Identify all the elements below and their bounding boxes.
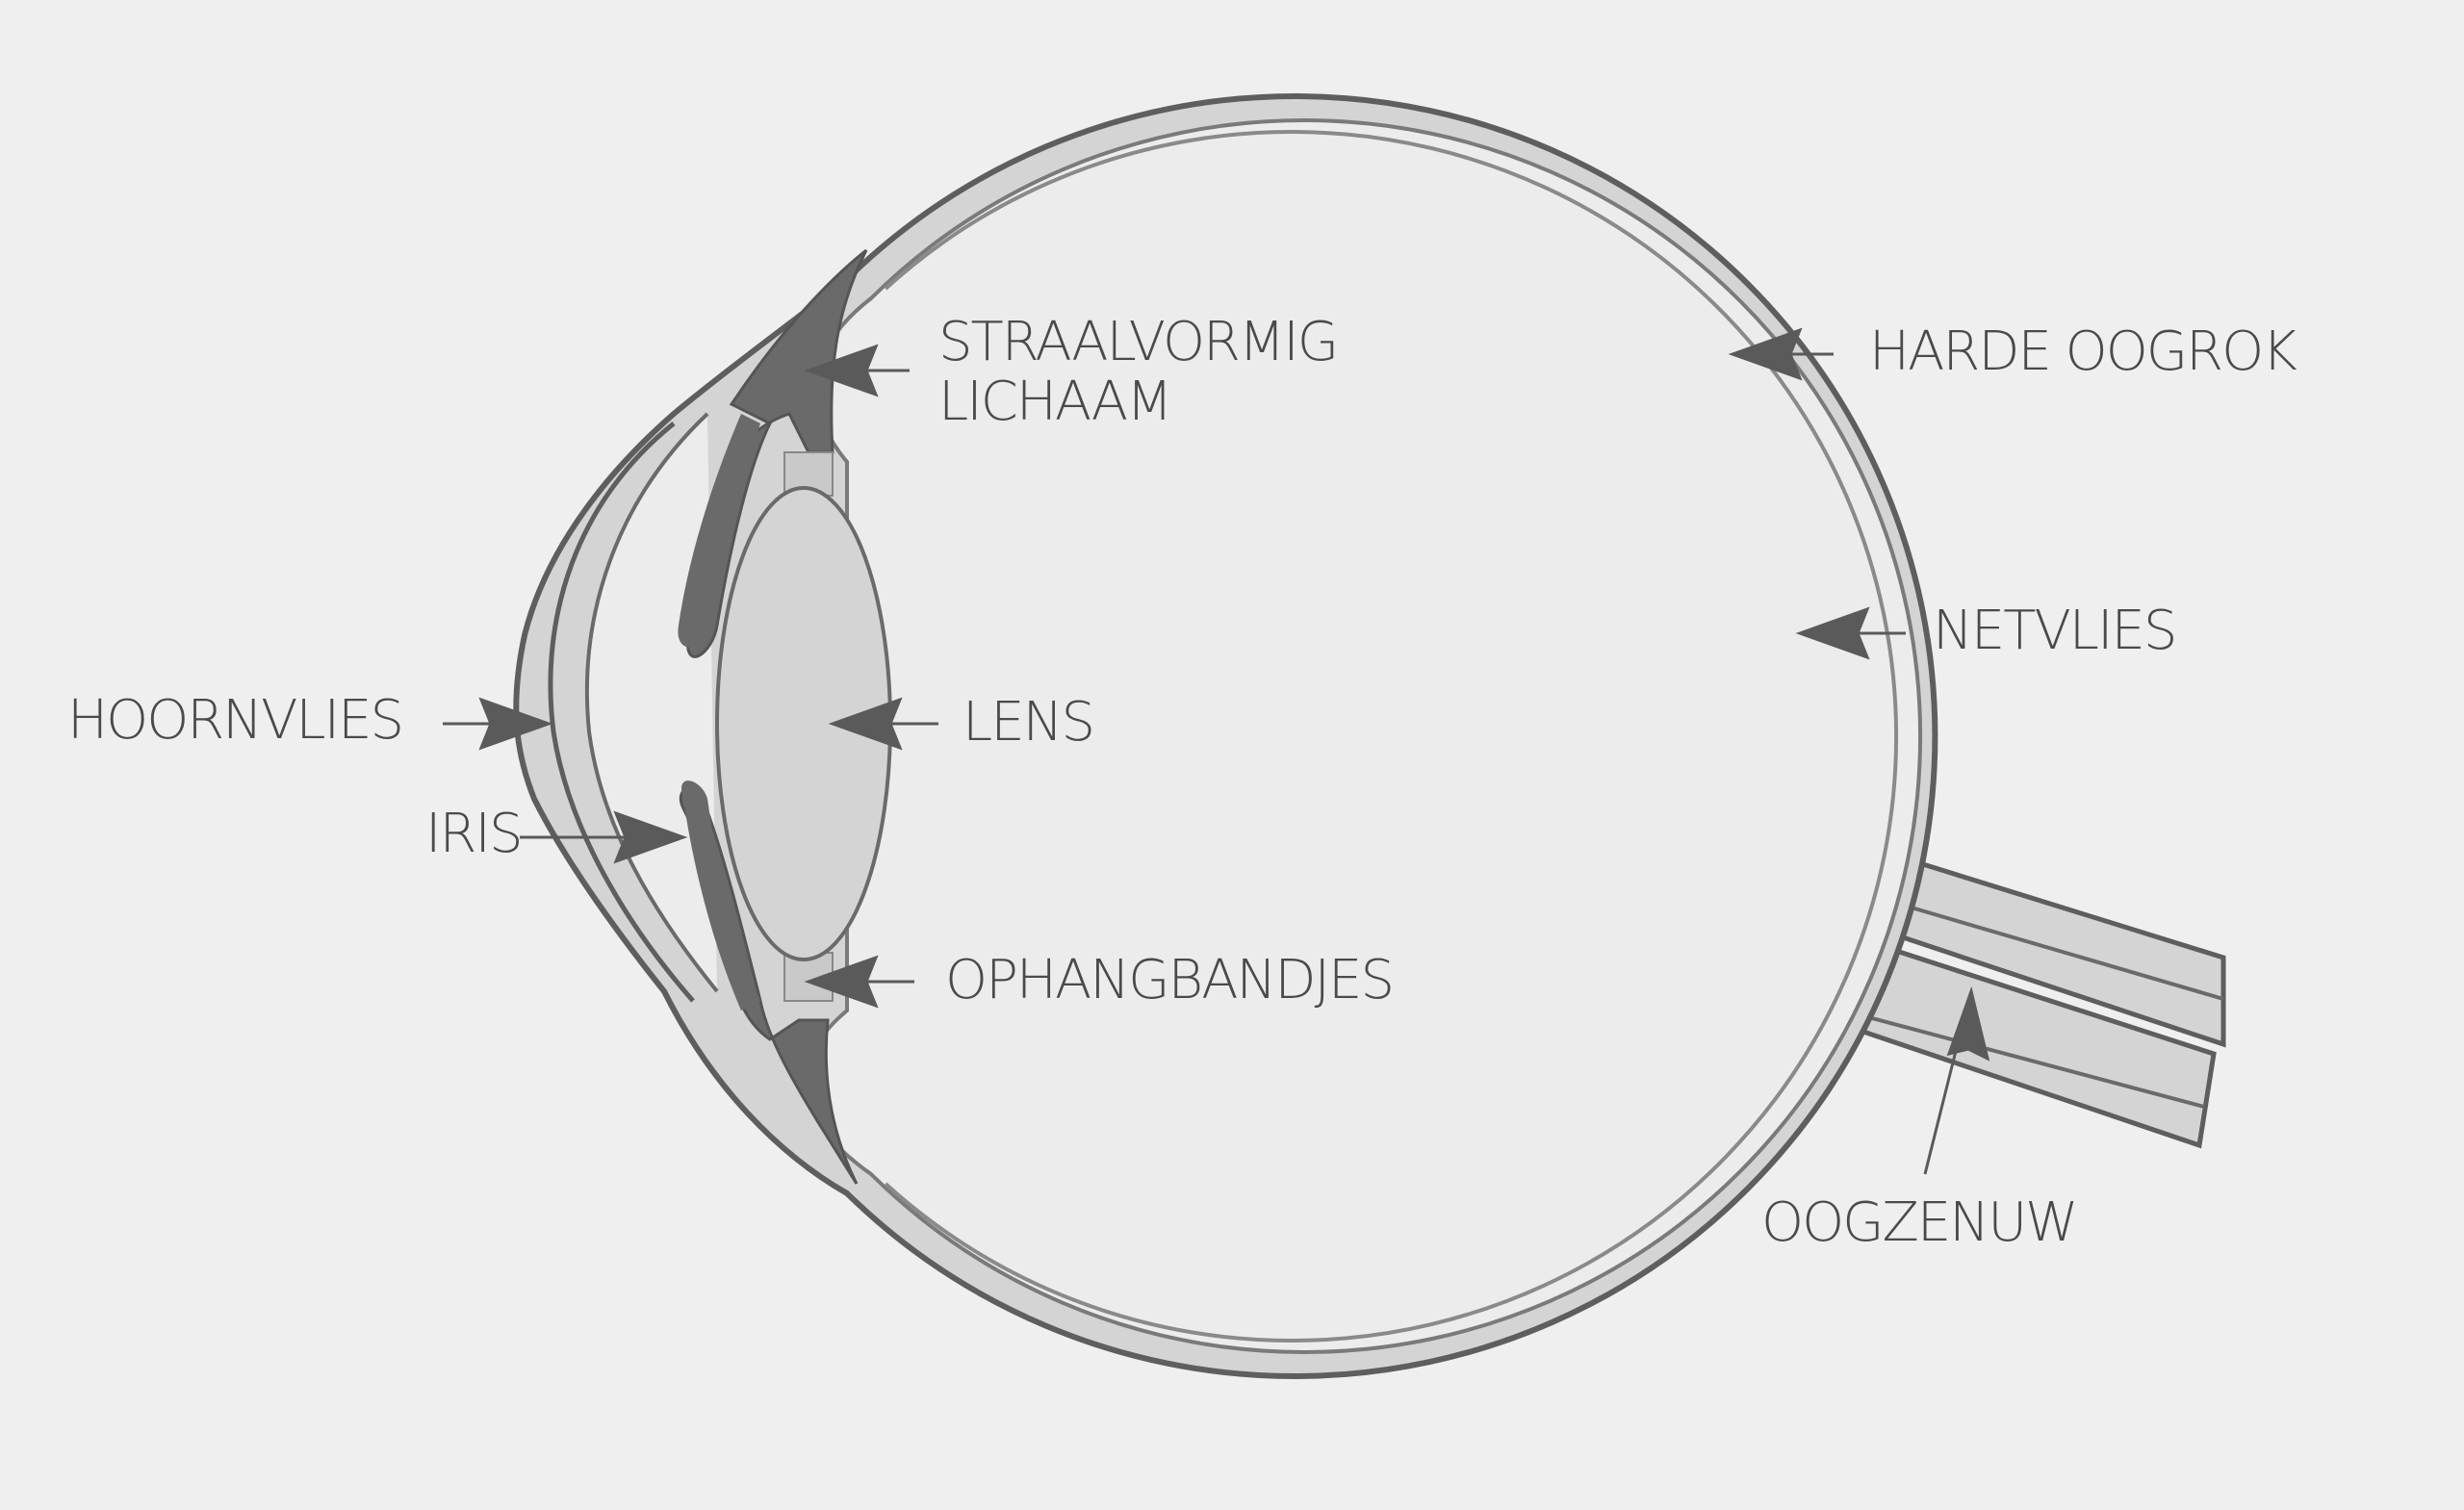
label-netvlies: NETVLIES xyxy=(1933,600,2177,662)
cornea xyxy=(548,412,719,1003)
label-straalvormig-line1: STRAALVORMIG xyxy=(938,311,1339,373)
pointer-arrows xyxy=(443,327,1990,1175)
iris xyxy=(678,414,760,1011)
label-iris: IRIS xyxy=(425,803,523,865)
label-ophangbandjes: OPHANGBANDJES xyxy=(945,949,1395,1011)
label-lens: LENS xyxy=(962,691,1095,754)
label-harde-oogrok: HARDE OOGROK xyxy=(1869,320,2297,383)
label-straalvormig-line2: LICHAAM xyxy=(938,370,1172,433)
label-hoornvlies: HOORNVLIES xyxy=(67,689,404,752)
label-straalvormig-lichaam: STRAALVORMIG LICHAAM xyxy=(938,311,1339,433)
label-oogzenuw: OOGZENUW xyxy=(1761,1191,2079,1254)
